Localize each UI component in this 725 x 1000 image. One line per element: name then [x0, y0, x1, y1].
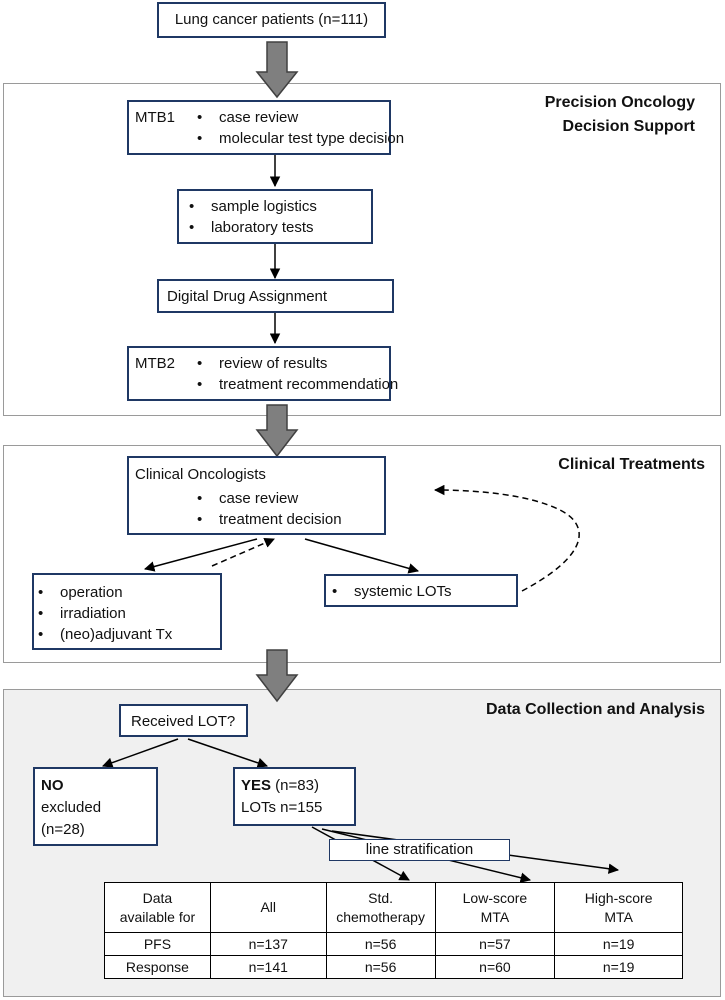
no-box: NO excluded (n=28): [33, 767, 158, 846]
lab-item-laboratory-tests: laboratory tests: [187, 217, 317, 238]
oncologists-label: Clinical Oncologists: [135, 466, 266, 483]
table-cell: PFS: [104, 932, 211, 956]
oncologists-item-treatment-decision: treatment decision: [195, 509, 342, 530]
yes-label: YES: [241, 777, 272, 794]
mtb1-list: case review molecular test type decision: [195, 107, 404, 149]
systemic-box: systemic LOTs: [324, 574, 518, 607]
yes-lots: LOTs n=155: [241, 799, 323, 816]
mtb2-label: MTB2: [135, 355, 176, 372]
patients-box: Lung cancer patients (n=111): [157, 2, 386, 38]
table-cell: n=141: [209, 955, 327, 979]
arrow-to-no: [102, 738, 179, 768]
dda-box: Digital Drug Assignment: [157, 279, 394, 313]
patients-label: Lung cancer patients (n=111): [174, 11, 369, 28]
table-cell: n=57: [434, 932, 556, 956]
block-arrow-3: [255, 649, 299, 703]
local-treatment-box: operation irradiation (neo)adjuvant Tx: [32, 573, 222, 650]
block-arrow-2: [255, 404, 299, 458]
stratification-box: line stratification: [329, 839, 510, 861]
stratification-label: line stratification: [365, 841, 474, 858]
yes-box: YES (n=83) LOTs n=155: [233, 767, 356, 826]
section1-title-line1: Precision Oncology: [544, 94, 695, 111]
section1-title-line2: Decision Support: [562, 118, 695, 135]
systemic-item-lots: systemic LOTs: [330, 581, 452, 602]
block-arrow-1: [255, 41, 299, 99]
section2-title: Clinical Treatments: [558, 456, 705, 473]
no-excluded: excluded: [41, 799, 102, 816]
arrow-systemic-loop-dashed: [433, 484, 580, 592]
mtb1-item-test-type: molecular test type decision: [195, 128, 404, 149]
arrow-local-to-onc-dashed: [211, 537, 275, 567]
table-cell: Response: [104, 955, 211, 979]
arrow-to-yes: [187, 738, 268, 768]
table-cell: n=19: [554, 955, 683, 979]
yes-line1: YES (n=83): [241, 775, 319, 796]
lab-box: sample logistics laboratory tests: [177, 189, 373, 244]
mtb2-item-treatment-recommendation: treatment recommendation: [195, 374, 398, 395]
section1-title: Precision Oncology Decision Support: [545, 91, 695, 139]
table-header-cell: All: [209, 882, 327, 933]
table-cell: n=60: [434, 955, 556, 979]
lab-item-sample-logistics: sample logistics: [187, 196, 317, 217]
precision-oncology-panel: [3, 83, 721, 416]
oncologists-item-case-review: case review: [195, 488, 342, 509]
table-row: PFS n=137 n=56 n=57 n=19: [104, 932, 683, 956]
no-label: NO: [41, 777, 64, 794]
table-cell: n=56: [325, 932, 436, 956]
yes-count: (n=83): [271, 777, 319, 794]
mtb2-list: review of results treatment recommendati…: [195, 353, 398, 395]
table-cell: n=137: [209, 932, 327, 956]
local-item-operation: operation: [36, 582, 172, 603]
question-box: Received LOT?: [119, 704, 248, 737]
oncologists-list: case review treatment decision: [195, 488, 342, 530]
table-cell: n=19: [554, 932, 683, 956]
systemic-list: systemic LOTs: [330, 581, 452, 602]
oncologists-box: Clinical Oncologists case review treatme…: [127, 456, 386, 535]
local-item-irradiation: irradiation: [36, 603, 172, 624]
mtb1-box: MTB1 case review molecular test type dec…: [127, 100, 404, 155]
table-row: Response n=141 n=56 n=60 n=19: [104, 955, 683, 979]
lab-list: sample logistics laboratory tests: [187, 196, 317, 238]
mtb2-box: MTB2 review of results treatment recomme…: [127, 346, 398, 401]
dda-label: Digital Drug Assignment: [167, 288, 328, 305]
clinical-treatments-panel: [3, 445, 721, 663]
table-header-cell: Std.chemotherapy: [325, 882, 436, 933]
arrow-onc-to-systemic: [304, 538, 420, 574]
mtb2-item-review-results: review of results: [195, 353, 398, 374]
mtb1-label: MTB1: [135, 109, 176, 126]
local-treatment-list: operation irradiation (neo)adjuvant Tx: [36, 582, 172, 645]
section3-title: Data Collection and Analysis: [485, 701, 705, 718]
table-cell: n=56: [325, 955, 436, 979]
no-count: (n=28): [41, 821, 85, 838]
question-label: Received LOT?: [131, 713, 236, 730]
mtb1-item-case-review: case review: [195, 107, 404, 128]
local-item-neoadjuvant: (neo)adjuvant Tx: [36, 624, 172, 645]
arrow-onc-to-local: [143, 538, 258, 572]
